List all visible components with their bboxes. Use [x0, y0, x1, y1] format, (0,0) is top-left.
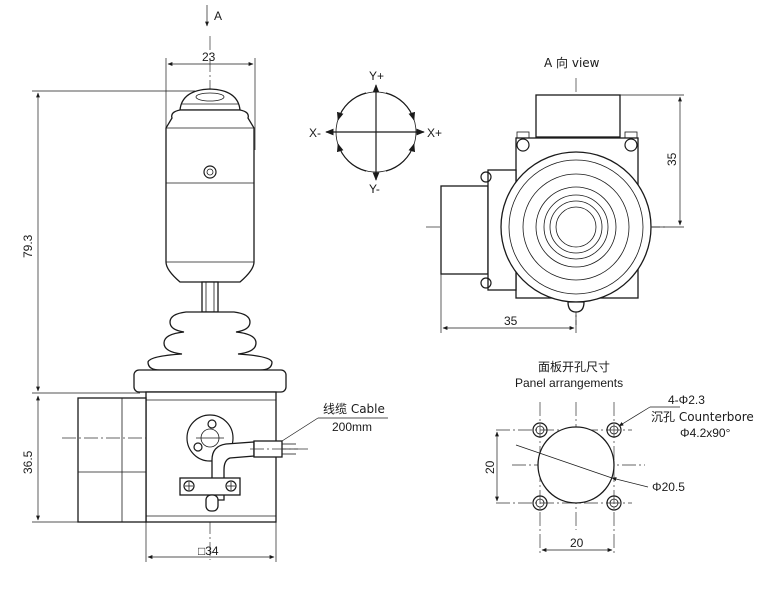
axis-diagram: Y+ Y- X+ X- — [309, 69, 442, 196]
view-a-label: A — [214, 9, 222, 23]
hole-spec: 4-Φ2.3 — [668, 393, 705, 407]
dim-square-base: □34 — [198, 544, 219, 558]
panel-title-en: Panel arrangements — [515, 376, 623, 390]
pitch-y: 20 — [483, 460, 497, 474]
axis-x-minus: X- — [309, 126, 321, 140]
dim-aview-width: 35 — [504, 314, 518, 328]
dim-aview-height: 35 — [665, 152, 679, 166]
a-view: A 向 view 35 35 — [426, 55, 684, 333]
center-hole-dim: Φ20.5 — [652, 480, 685, 494]
dim-base-height: 36.5 — [21, 450, 35, 474]
dim-total-height: 79.3 — [21, 234, 35, 258]
axis-y-plus: Y+ — [369, 69, 384, 83]
axis-x-plus: X+ — [427, 126, 442, 140]
a-view-title: A 向 view — [544, 55, 600, 70]
pitch-x: 20 — [570, 536, 584, 550]
counterbore-spec: Φ4.2x90° — [680, 426, 731, 440]
axis-y-minus: Y- — [369, 182, 380, 196]
counterbore-label: 沉孔 Counterbore — [651, 410, 754, 424]
front-view: A 23 79.3 36.5 — [21, 5, 388, 562]
panel-title-cn: 面板开孔尺寸 — [538, 360, 610, 374]
cable-label: 线缆 Cable — [323, 402, 385, 416]
dim-handle-width: 23 — [202, 50, 216, 64]
cable-length: 200mm — [332, 420, 372, 434]
panel-arrangement: 面板开孔尺寸 Panel arrangements 4-Φ2.3 沉孔 Coun… — [483, 360, 754, 555]
